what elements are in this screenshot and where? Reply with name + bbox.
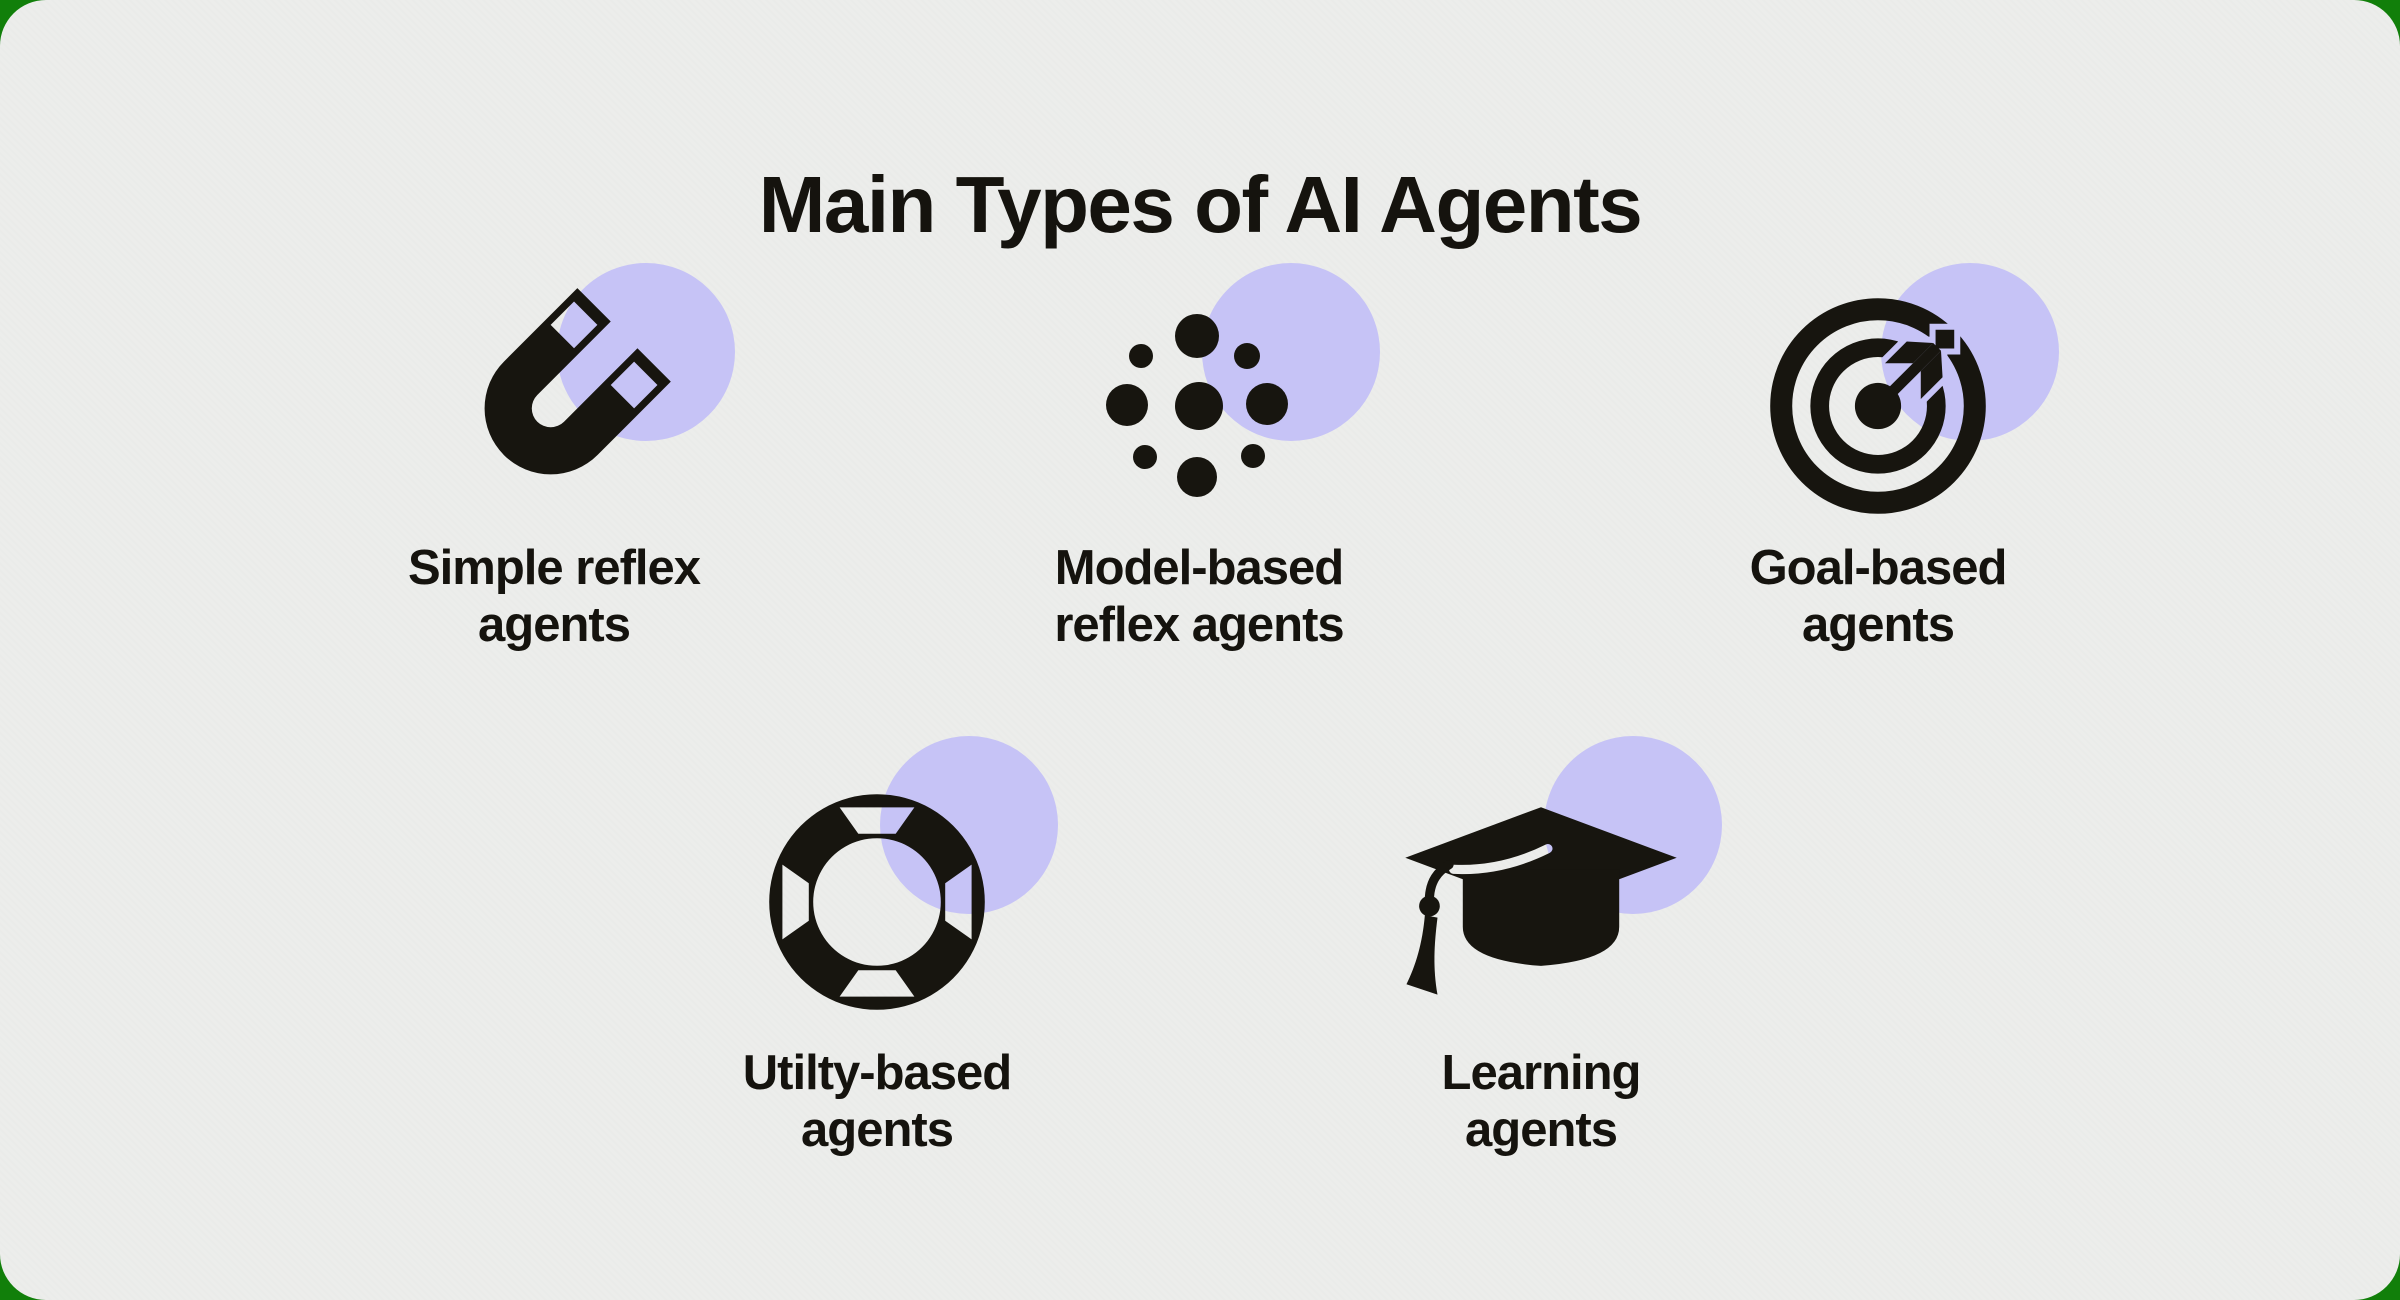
agent-label: Model-based reflex agents xyxy=(989,540,1409,654)
agent-item-learning: Learning agents xyxy=(1331,736,1751,1159)
agent-label: Simple reflex agents xyxy=(344,540,764,654)
label-line: Simple reflex xyxy=(407,541,701,595)
agent-item-goal-based: Goal-based agents xyxy=(1668,251,2088,654)
target-arrow-icon xyxy=(1770,298,1986,514)
label-line: agents xyxy=(478,598,631,652)
agent-item-simple-reflex: Simple reflex agents xyxy=(344,251,764,654)
page-title: Main Types of AI Agents xyxy=(758,159,1643,249)
accent-circle xyxy=(1202,263,1380,441)
graduation-cap-icon xyxy=(1405,807,1677,995)
agent-item-utility-based: Utilty-based agents xyxy=(667,736,1087,1159)
icon-art xyxy=(344,251,764,523)
icon-art xyxy=(667,736,1087,1020)
label-line: reflex agents xyxy=(1054,598,1344,652)
icon-art xyxy=(1331,736,1751,1020)
label-line: Model-based xyxy=(1054,541,1344,595)
label-line: agents xyxy=(801,1103,954,1157)
label-line: agents xyxy=(1465,1103,1618,1157)
lifebuoy-icon xyxy=(769,794,985,1010)
agent-label: Goal-based agents xyxy=(1668,540,2088,654)
agent-label: Utilty-based agents xyxy=(667,1045,1087,1159)
label-line: Utilty-based xyxy=(742,1046,1012,1100)
label-line: agents xyxy=(1802,598,1955,652)
icon-art xyxy=(1668,251,2088,523)
label-line: Learning xyxy=(1441,1046,1642,1100)
agent-item-model-based-reflex: Model-based reflex agents xyxy=(989,251,1409,654)
magnet-icon xyxy=(484,288,671,475)
icon-art xyxy=(989,251,1409,523)
agent-label: Learning agents xyxy=(1331,1045,1751,1159)
label-line: Goal-based xyxy=(1749,541,2008,595)
dots-cluster-icon xyxy=(1106,314,1288,497)
